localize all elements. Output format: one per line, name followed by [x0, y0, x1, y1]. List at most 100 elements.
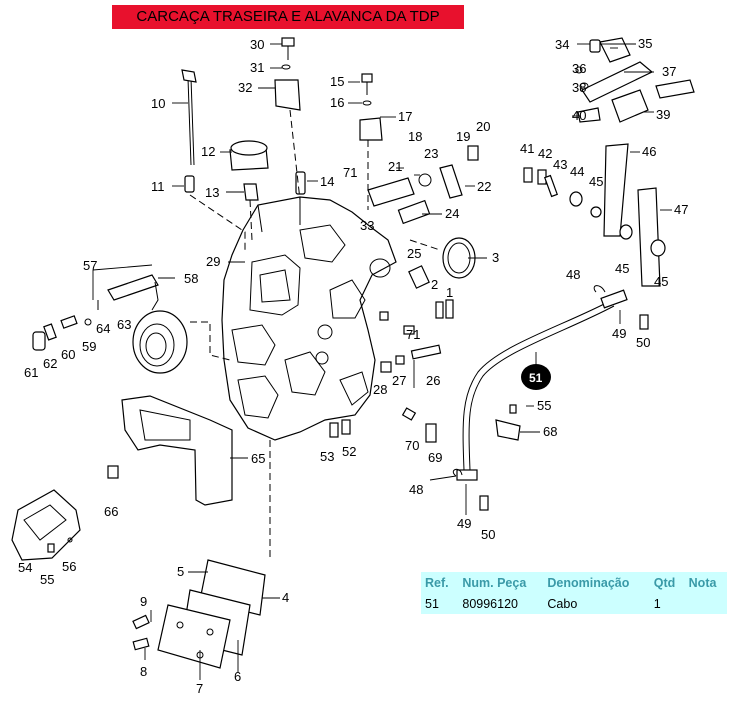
callout-45-upper: 45	[589, 174, 603, 189]
valve-assembly	[32, 274, 175, 351]
callout-32: 32	[238, 80, 252, 95]
callout-41: 41	[520, 141, 534, 156]
callout-labels: 30 31 32 10 12 11 13 14 15 16 17 18 19 2…	[18, 36, 688, 696]
callout-24: 24	[445, 206, 459, 221]
dipstick	[181, 69, 197, 193]
pto-shaft	[367, 145, 479, 289]
table-header-row: Ref. Num. Peça Denominação Qtd Nota	[421, 572, 727, 594]
callout-26: 26	[426, 373, 440, 388]
callout-50-upper: 50	[636, 335, 650, 350]
callout-7: 7	[196, 681, 203, 696]
callout-4: 4	[282, 590, 289, 605]
callout-47: 47	[674, 202, 688, 217]
callout-61: 61	[24, 365, 38, 380]
callout-62: 62	[43, 356, 57, 371]
callout-58: 58	[184, 271, 198, 286]
callout-9: 9	[140, 594, 147, 609]
cell-qty: 1	[653, 596, 661, 611]
callout-27: 27	[392, 373, 406, 388]
callout-71-top: 71	[343, 165, 357, 180]
cell-note	[685, 594, 727, 615]
callout-49-lower: 49	[457, 516, 471, 531]
callout-37: 37	[662, 64, 676, 79]
callout-57: 57	[83, 258, 97, 273]
cell-description: Cabo	[547, 596, 578, 611]
header-ref: Ref.	[425, 576, 449, 591]
callout-33: 33	[360, 218, 374, 233]
callout-50-lower: 50	[481, 527, 495, 542]
callout-6: 6	[234, 669, 241, 684]
callout-36: 36	[572, 61, 586, 76]
callout-15: 15	[330, 74, 344, 89]
callout-3: 3	[492, 250, 499, 265]
callout-28: 28	[373, 382, 387, 397]
header-part-number: Num. Peça	[462, 576, 527, 591]
callout-49-upper: 49	[612, 326, 626, 341]
diagram-title: CARCAÇA TRASEIRA E ALAVANCA DA TDP	[112, 5, 464, 29]
callout-55-left: 55	[40, 572, 54, 587]
callout-48-upper: 48	[566, 267, 580, 282]
callout-18: 18	[408, 129, 422, 144]
callout-56: 56	[62, 559, 76, 574]
callout-46: 46	[642, 144, 656, 159]
callout-43: 43	[553, 157, 567, 172]
callout-25: 25	[407, 246, 421, 261]
cable-51	[452, 285, 649, 511]
leader-lines	[144, 43, 672, 680]
callout-13: 13	[205, 185, 219, 200]
callout-71-mid: 71	[406, 327, 420, 342]
callout-2: 2	[431, 277, 438, 292]
callout-64: 64	[96, 321, 110, 336]
callout-23: 23	[424, 146, 438, 161]
callout-52: 52	[342, 444, 356, 459]
callout-11: 11	[151, 179, 165, 194]
callout-31: 31	[250, 60, 264, 75]
callout-40: 40	[572, 108, 586, 123]
rear-housing	[221, 196, 397, 441]
callout-48-lower: 48	[409, 482, 423, 497]
callout-17: 17	[398, 109, 412, 124]
callout-45-right: 45	[654, 274, 668, 289]
callout-20: 20	[476, 119, 490, 134]
callout-69: 69	[428, 450, 442, 465]
cover-plates	[157, 559, 266, 669]
callout-10: 10	[151, 96, 165, 111]
callout-35: 35	[638, 36, 652, 51]
callout-53: 53	[320, 449, 334, 464]
callout-14: 14	[320, 174, 334, 189]
part-info-table: Ref. Num. Peça Denominação Qtd Nota 51 8…	[421, 572, 727, 614]
callout-54: 54	[18, 560, 32, 575]
callout-12: 12	[201, 144, 215, 159]
callout-68: 68	[543, 424, 557, 439]
callout-59: 59	[82, 339, 96, 354]
bearing-ring	[132, 310, 188, 374]
pto-guard	[121, 395, 233, 506]
header-qty: Qtd	[653, 576, 676, 591]
callout-16: 16	[330, 95, 344, 110]
callout-45-mid: 45	[615, 261, 629, 276]
breather-cap	[229, 140, 269, 201]
callout-19: 19	[456, 129, 470, 144]
callout-60: 60	[61, 347, 75, 362]
callout-1: 1	[446, 285, 453, 300]
callout-30: 30	[250, 37, 264, 52]
callout-44: 44	[570, 164, 584, 179]
table-row: 51 80996120 Cabo 1	[421, 594, 727, 615]
cell-part-number: 80996120	[462, 596, 518, 611]
callout-38: 38	[572, 80, 586, 95]
header-note: Nota	[688, 576, 717, 591]
callout-51-highlight	[521, 364, 551, 390]
callout-65: 65	[251, 451, 265, 466]
pto-cap	[11, 489, 81, 561]
callout-63: 63	[117, 317, 131, 332]
callout-34: 34	[555, 37, 569, 52]
callout-66: 66	[104, 504, 118, 519]
callout-55-right: 55	[537, 398, 551, 413]
callout-8: 8	[140, 664, 147, 679]
callout-42: 42	[538, 146, 552, 161]
callout-22: 22	[477, 179, 491, 194]
callout-21: 21	[388, 159, 402, 174]
callout-51: 51	[529, 371, 543, 385]
callout-5: 5	[177, 564, 184, 579]
